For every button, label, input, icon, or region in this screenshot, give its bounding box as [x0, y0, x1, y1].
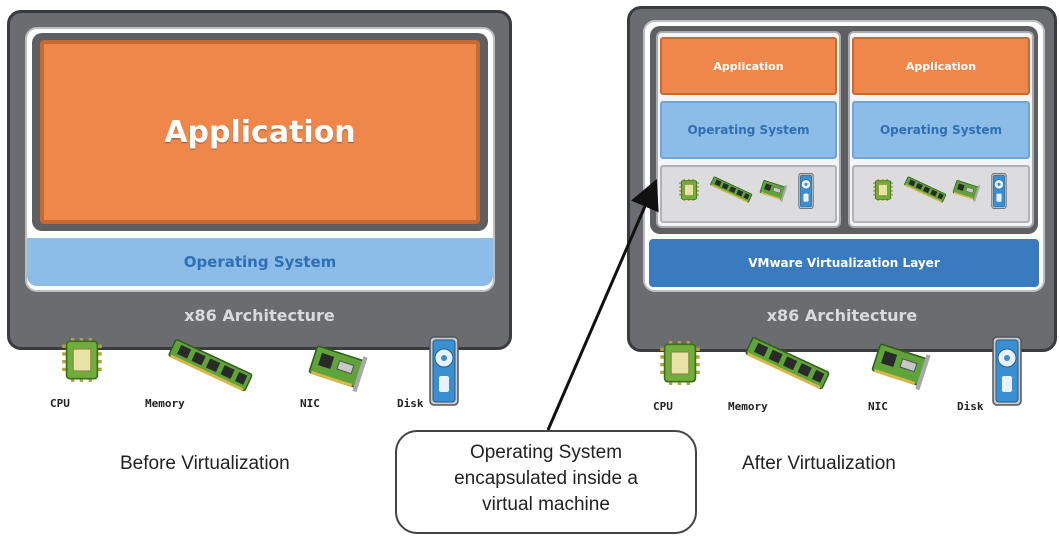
after-caption: After Virtualization — [742, 453, 896, 474]
vm-2-application: Application — [852, 37, 1030, 95]
after-arch-label: x86 Architecture — [766, 305, 918, 325]
vm-1-application: Application — [660, 37, 837, 95]
vm-1-operating-system: Operating System — [660, 101, 837, 159]
before-nic-label: NIC — [300, 397, 320, 410]
after-cpu-label: CPU — [653, 400, 673, 413]
callout-line-3: virtual machine — [482, 494, 610, 515]
after-nic-label: NIC — [868, 400, 888, 413]
before-cpu-label: CPU — [50, 397, 70, 410]
callout-box: Operating System encapsulated inside a v… — [395, 430, 697, 534]
before-disk-label: Disk — [397, 397, 424, 410]
after-memory-label: Memory — [728, 400, 768, 413]
after-disk-label: Disk — [957, 400, 984, 413]
vm-2-operating-system: Operating System — [852, 101, 1030, 159]
callout-line-2: encapsulated inside a — [454, 468, 638, 489]
before-memory-label: Memory — [145, 397, 185, 410]
vmware-virtualization-layer: VMware Virtualization Layer — [649, 239, 1039, 287]
callout-line-1: Operating System — [469, 442, 623, 463]
before-arch-label: x86 Architecture — [184, 305, 335, 325]
before-operating-system-band: Operating System — [27, 238, 493, 286]
before-caption: Before Virtualization — [120, 453, 290, 474]
before-application-box: Application — [40, 40, 480, 224]
